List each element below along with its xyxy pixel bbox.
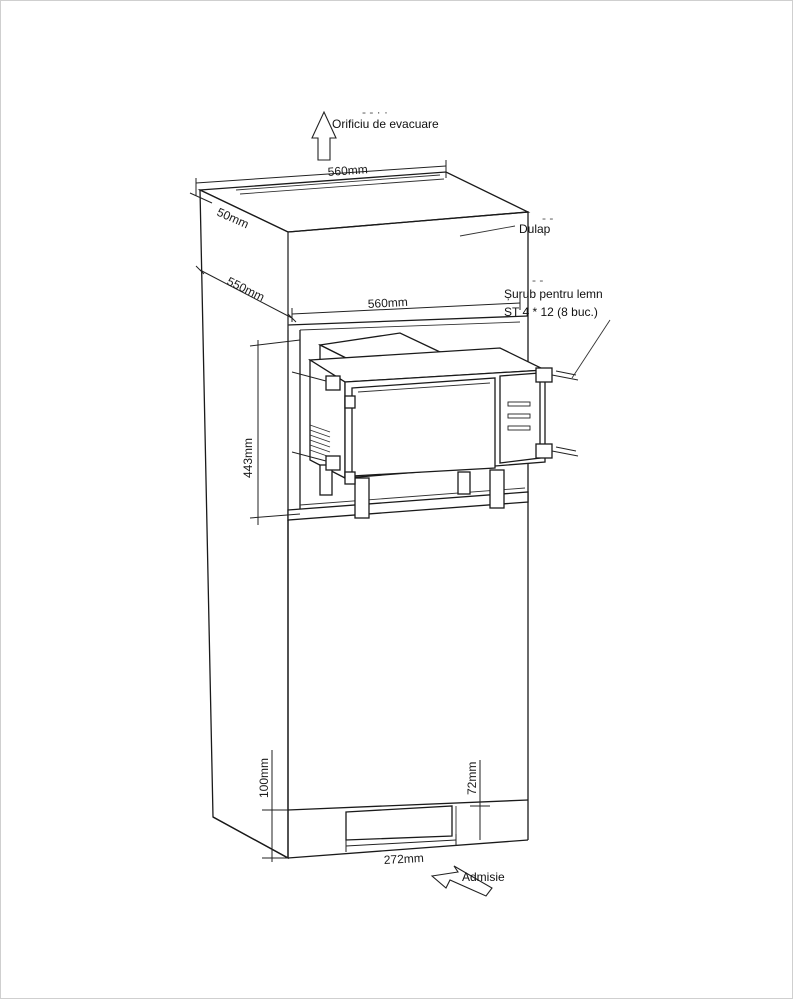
cabinet (197, 171, 531, 860)
screws (291, 370, 579, 462)
foot-front-left (354, 477, 370, 519)
control-button-2 (507, 413, 531, 419)
intake-vent (345, 805, 453, 841)
screw-leader (571, 319, 611, 379)
dim-height: 443mm (241, 438, 255, 478)
dim-inner-width: 560mm (367, 295, 408, 311)
cabinet-label: Dulap (519, 222, 551, 236)
ghost-text-screw: ‑ ‑ (532, 273, 543, 287)
mounting-brackets (325, 367, 553, 485)
oven-door (351, 377, 496, 477)
ghost-text-top: ‑ ‑ · · (362, 105, 388, 119)
intake-arrow-icon (430, 865, 493, 897)
screw-label-line1: Șurub pentru lemn (504, 287, 603, 301)
oven (291, 332, 579, 519)
cabinet-front-edge (287, 211, 529, 800)
dim-bottom-height: 100mm (257, 758, 271, 798)
control-button-1 (507, 401, 531, 407)
ghost-text-cabinet: ‑ ‑ (542, 211, 553, 225)
foot-front-right (489, 469, 505, 509)
side-grille (309, 424, 331, 458)
shelf (287, 491, 529, 521)
dim-vent-width: 272mm (383, 851, 424, 867)
exhaust-label: Orificiu de evacuare (332, 117, 439, 131)
foot-back-right (457, 471, 471, 495)
dimension-lines (189, 160, 521, 862)
dim-vent-height: 72mm (465, 762, 479, 795)
control-button-3 (507, 425, 531, 431)
cabinet-leader (459, 225, 516, 237)
dim-top-width: 560mm (327, 162, 368, 179)
exhaust-arrow-icon (311, 110, 337, 161)
screw-label-line2: ST 4 * 12 (8 buc.) (504, 305, 598, 319)
intake-label: Admisie (462, 870, 505, 884)
